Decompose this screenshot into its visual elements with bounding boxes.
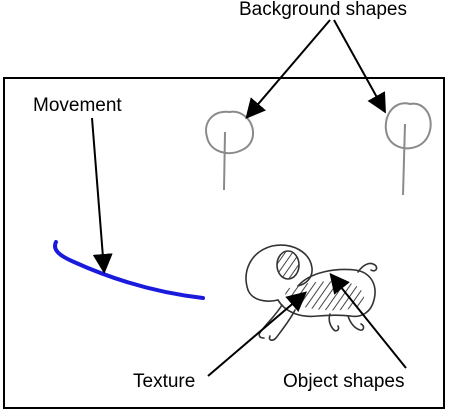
arrow-bg-right <box>333 19 386 114</box>
arrow-texture <box>207 291 308 377</box>
scene-frame <box>3 77 445 409</box>
tree-left <box>205 110 254 191</box>
arrow-object <box>329 272 407 369</box>
tree-right <box>384 102 432 196</box>
arrow-bg-left <box>245 19 331 120</box>
label-movement: Movement <box>33 95 122 116</box>
label-object-shapes: Object shapes <box>283 371 405 392</box>
movement-stroke <box>53 240 205 300</box>
label-texture: Texture <box>133 371 196 392</box>
arrow-movement <box>91 117 113 274</box>
label-background-shapes: Background shapes <box>239 0 407 20</box>
